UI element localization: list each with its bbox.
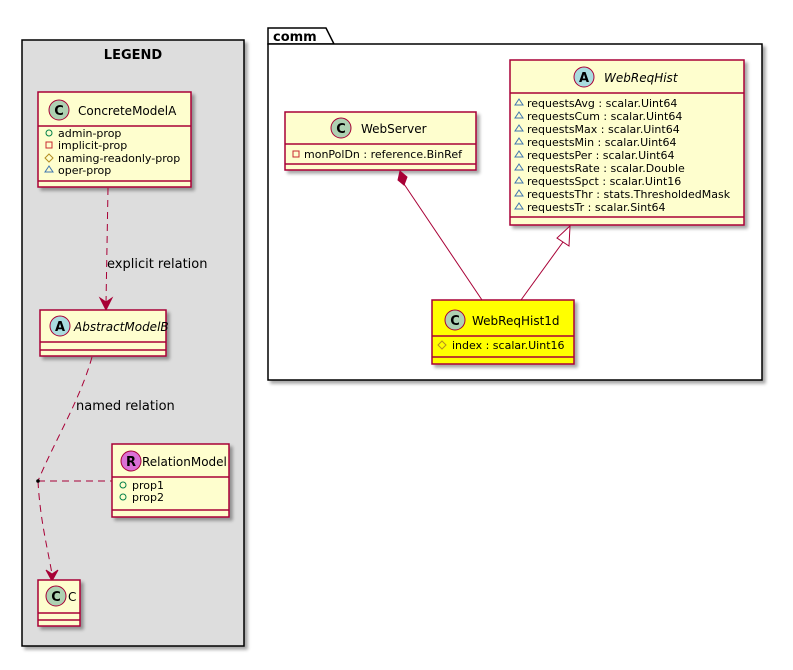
attr-row: prop1 (119, 479, 164, 492)
class-webserver[interactable]: C WebServer monPolDn : reference.BinRef (284, 111, 477, 171)
svg-text:A: A (579, 71, 589, 86)
abstract-a-icon (573, 66, 595, 88)
svg-text:naming-readonly-prop: naming-readonly-prop (58, 152, 180, 165)
svg-text:explicit relation: explicit relation (107, 257, 207, 272)
class-name: AbstractModelB (73, 320, 169, 334)
svg-text:requestsSpct : scalar.Uint16: requestsSpct : scalar.Uint16 (527, 175, 681, 188)
class-name: WebReqHist1d (472, 314, 560, 328)
class-abstract-model-b[interactable]: A AbstractModelB (39, 309, 169, 357)
edge-composition (397, 170, 483, 301)
private-icon (292, 150, 300, 158)
edge-generalization (520, 224, 571, 301)
class-c[interactable]: C C (37, 579, 81, 627)
public-icon (119, 493, 127, 501)
svg-text:index : scalar.Uint16: index : scalar.Uint16 (452, 339, 565, 352)
attr-row: implicit-prop (45, 139, 127, 152)
svg-text:R: R (126, 455, 136, 470)
package-title: comm (273, 30, 317, 45)
svg-text:implicit-prop: implicit-prop (58, 139, 127, 152)
attr-row: naming-readonly-prop (44, 152, 180, 165)
attr-row: monPolDn : reference.BinRef (292, 148, 463, 161)
private-icon (45, 141, 53, 149)
svg-text:C: C (450, 314, 460, 329)
svg-text:requestsMax : scalar.Uint64: requestsMax : scalar.Uint64 (527, 123, 680, 136)
class-concrete-model-a[interactable]: C ConcreteModelA admin-prop implicit-pro… (37, 91, 192, 188)
attr-row: oper-prop (44, 164, 111, 177)
class-c-icon (45, 585, 67, 607)
svg-text:requestsMin : scalar.Uint64: requestsMin : scalar.Uint64 (527, 136, 676, 149)
attr-row: index : scalar.Uint16 (437, 339, 565, 352)
class-webreqhist1d[interactable]: C WebReqHist1d index : scalar.Uint16 (431, 299, 575, 365)
protected-icon (437, 340, 447, 350)
svg-text:requestsAvg : scalar.Uint64: requestsAvg : scalar.Uint64 (527, 97, 677, 110)
class-name: C (68, 590, 76, 604)
svg-text:prop2: prop2 (132, 491, 164, 504)
svg-text:requestsTr : scalar.Sint64: requestsTr : scalar.Sint64 (527, 201, 666, 214)
attr-row: prop2 (119, 491, 164, 504)
package-icon (44, 165, 54, 173)
class-relation-model[interactable]: R RelationModel prop1 prop2 (111, 443, 230, 518)
class-name: WebServer (361, 122, 427, 136)
abstract-a-icon (49, 315, 71, 337)
svg-text:C: C (51, 590, 61, 605)
svg-text:A: A (55, 320, 65, 335)
svg-text:C: C (336, 122, 346, 137)
class-webreqhist[interactable]: A WebReqHist requestsAvg : scalar.Uint64… (509, 59, 745, 226)
stereo-letter: C (54, 104, 64, 119)
edge-named-relation: named relation (36, 356, 175, 583)
svg-text:requestsPer : scalar.Uint64: requestsPer : scalar.Uint64 (527, 149, 675, 162)
svg-text:requestsRate : scalar.Double: requestsRate : scalar.Double (527, 162, 685, 175)
class-c-icon (330, 117, 352, 139)
svg-text:prop1: prop1 (132, 479, 164, 492)
svg-text:requestsThr : stats.Thresholde: requestsThr : stats.ThresholdedMask (527, 188, 731, 201)
class-c-icon (48, 99, 70, 121)
class-name: RelationModel (142, 455, 227, 469)
public-icon (45, 129, 53, 137)
class-c-icon (444, 309, 466, 331)
svg-text:named relation: named relation (76, 399, 175, 414)
edge-explicit-relation: explicit relation (98, 187, 207, 312)
svg-text:monPolDn : reference.BinRef: monPolDn : reference.BinRef (304, 148, 463, 161)
svg-text:admin-prop: admin-prop (58, 127, 121, 140)
class-name: WebReqHist (604, 71, 679, 85)
public-icon (119, 481, 127, 489)
legend-title: LEGEND (104, 48, 163, 63)
attr-row: admin-prop (45, 127, 121, 140)
class-name: ConcreteModelA (78, 104, 177, 118)
attr-list: requestsAvg : scalar.Uint64 requestsCum … (514, 97, 731, 214)
relation-r-icon (120, 450, 142, 472)
svg-text:oper-prop: oper-prop (58, 164, 111, 177)
protected-icon (44, 153, 54, 163)
svg-text:requestsCum : scalar.Uint64: requestsCum : scalar.Uint64 (527, 110, 682, 123)
